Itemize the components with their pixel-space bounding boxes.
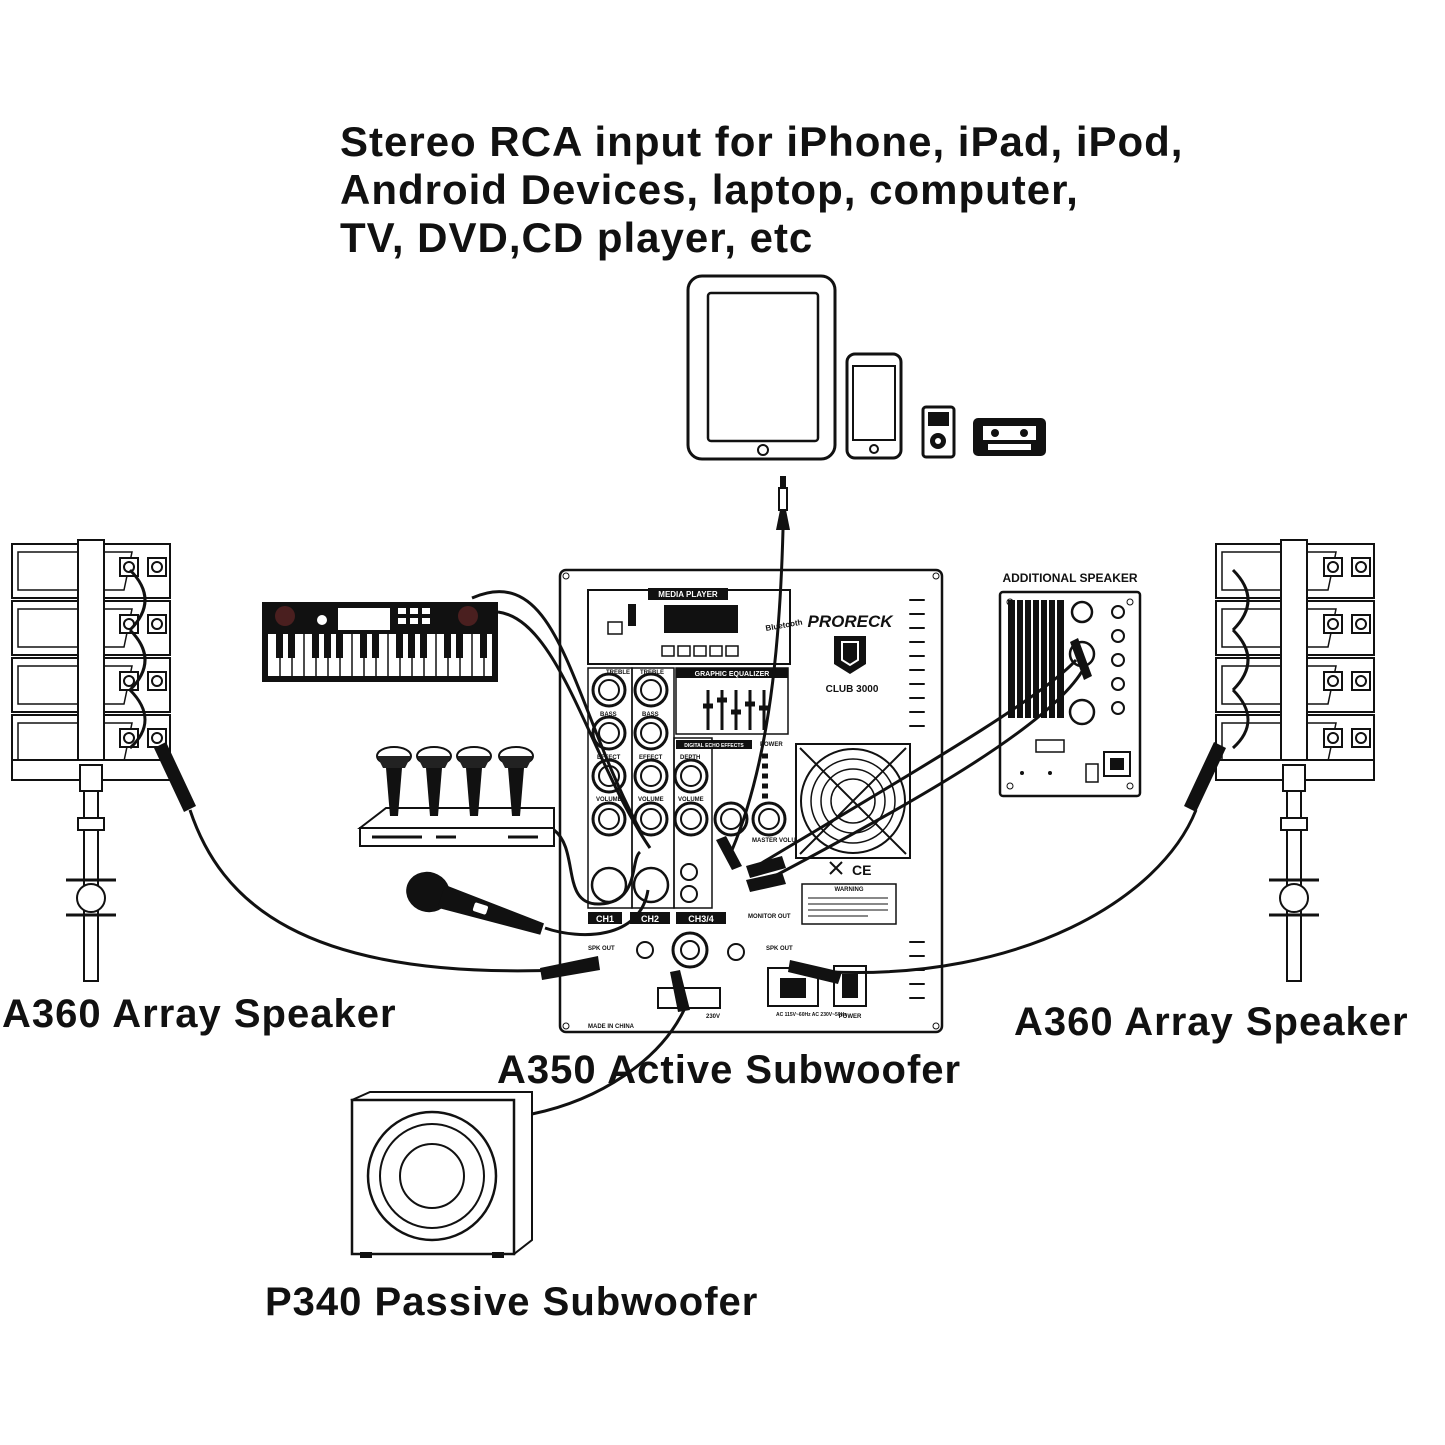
aux-jack-icon [776, 476, 790, 530]
voltage-label: 230V [706, 1014, 720, 1020]
ipod-icon [921, 405, 956, 459]
handheld-mic-icon [406, 871, 544, 935]
iphone-icon [845, 352, 903, 460]
right-speaker-label: A360 Array Speaker [1014, 1000, 1409, 1044]
master-volume-label: MASTER VOLUME [752, 838, 805, 844]
depth-label: DEPTH [680, 755, 700, 761]
ch34-label: CH3/4 [688, 914, 714, 924]
volume-label-2: VOLUME [638, 797, 664, 803]
ac-info-label: AC 115V~60Hz AC 230V~50Hz [776, 1012, 847, 1018]
wireless-mic-receiver [357, 746, 555, 847]
warning-label: WARNING [835, 887, 864, 893]
bass-label-2: BASS [642, 712, 659, 718]
ch1-label: CH1 [596, 914, 614, 924]
ipad-icon [686, 274, 837, 461]
left-array-speaker [11, 539, 171, 982]
additional-speaker-label: ADDITIONAL SPEAKER [1002, 571, 1137, 585]
keyboard-icon [262, 602, 498, 682]
bass-label-1: BASS [600, 712, 617, 718]
effect-label-2: EFFECT [639, 755, 663, 761]
effect-label-1: EFFECT [597, 755, 621, 761]
spk-out-right-label: SPK OUT [766, 946, 793, 952]
graphic-eq-label: GRAPHIC EQUALIZER [695, 671, 770, 678]
ce-mark-icon: CE [852, 862, 871, 878]
additional-speaker-panel: ADDITIONAL SPEAKER [998, 571, 1142, 798]
active-subwoofer-label: A350 Active Subwoofer [497, 1048, 962, 1092]
left-speaker-label: A360 Array Speaker [2, 992, 397, 1036]
treble-label-1: TREBLE [606, 670, 630, 676]
ch2-label: CH2 [641, 914, 659, 924]
volume-label-3: VOLUME [678, 797, 704, 803]
monitor-out-label: MONITOR OUT [748, 914, 791, 920]
passive-subwoofer-icon [350, 1091, 533, 1258]
spk-out-left-label: SPK OUT [588, 946, 615, 952]
header-line-3: TV, DVD,CD player, etc [340, 214, 814, 261]
right-array-speaker [1215, 539, 1375, 982]
volume-label-1: VOLUME [596, 797, 622, 803]
made-in-label: MADE IN CHINA [588, 1024, 635, 1030]
cable-plugs [154, 638, 1226, 1012]
model-label: CLUB 3000 [826, 684, 879, 695]
active-subwoofer-panel: MEDIA PLAYER Bluetooth PROREСK CLUB 3000… [558, 568, 944, 1034]
echo-label: DIGITAL ECHO EFFECTS [684, 743, 744, 749]
power-switch-label: POWER [839, 1014, 862, 1020]
media-player-label: MEDIA PLAYER [658, 590, 718, 599]
brand-label: PROREСK [807, 612, 894, 631]
passive-subwoofer-label: P340 Passive Subwoofer [265, 1280, 759, 1324]
power-led-label: POWER [760, 742, 783, 748]
cables [188, 529, 1198, 1116]
header-line-2: Android Devices, laptop, computer, [340, 166, 1079, 213]
cassette-icon [973, 418, 1046, 456]
header-line-1: Stereo RCA input for iPhone, iPad, iPod, [340, 118, 1184, 165]
